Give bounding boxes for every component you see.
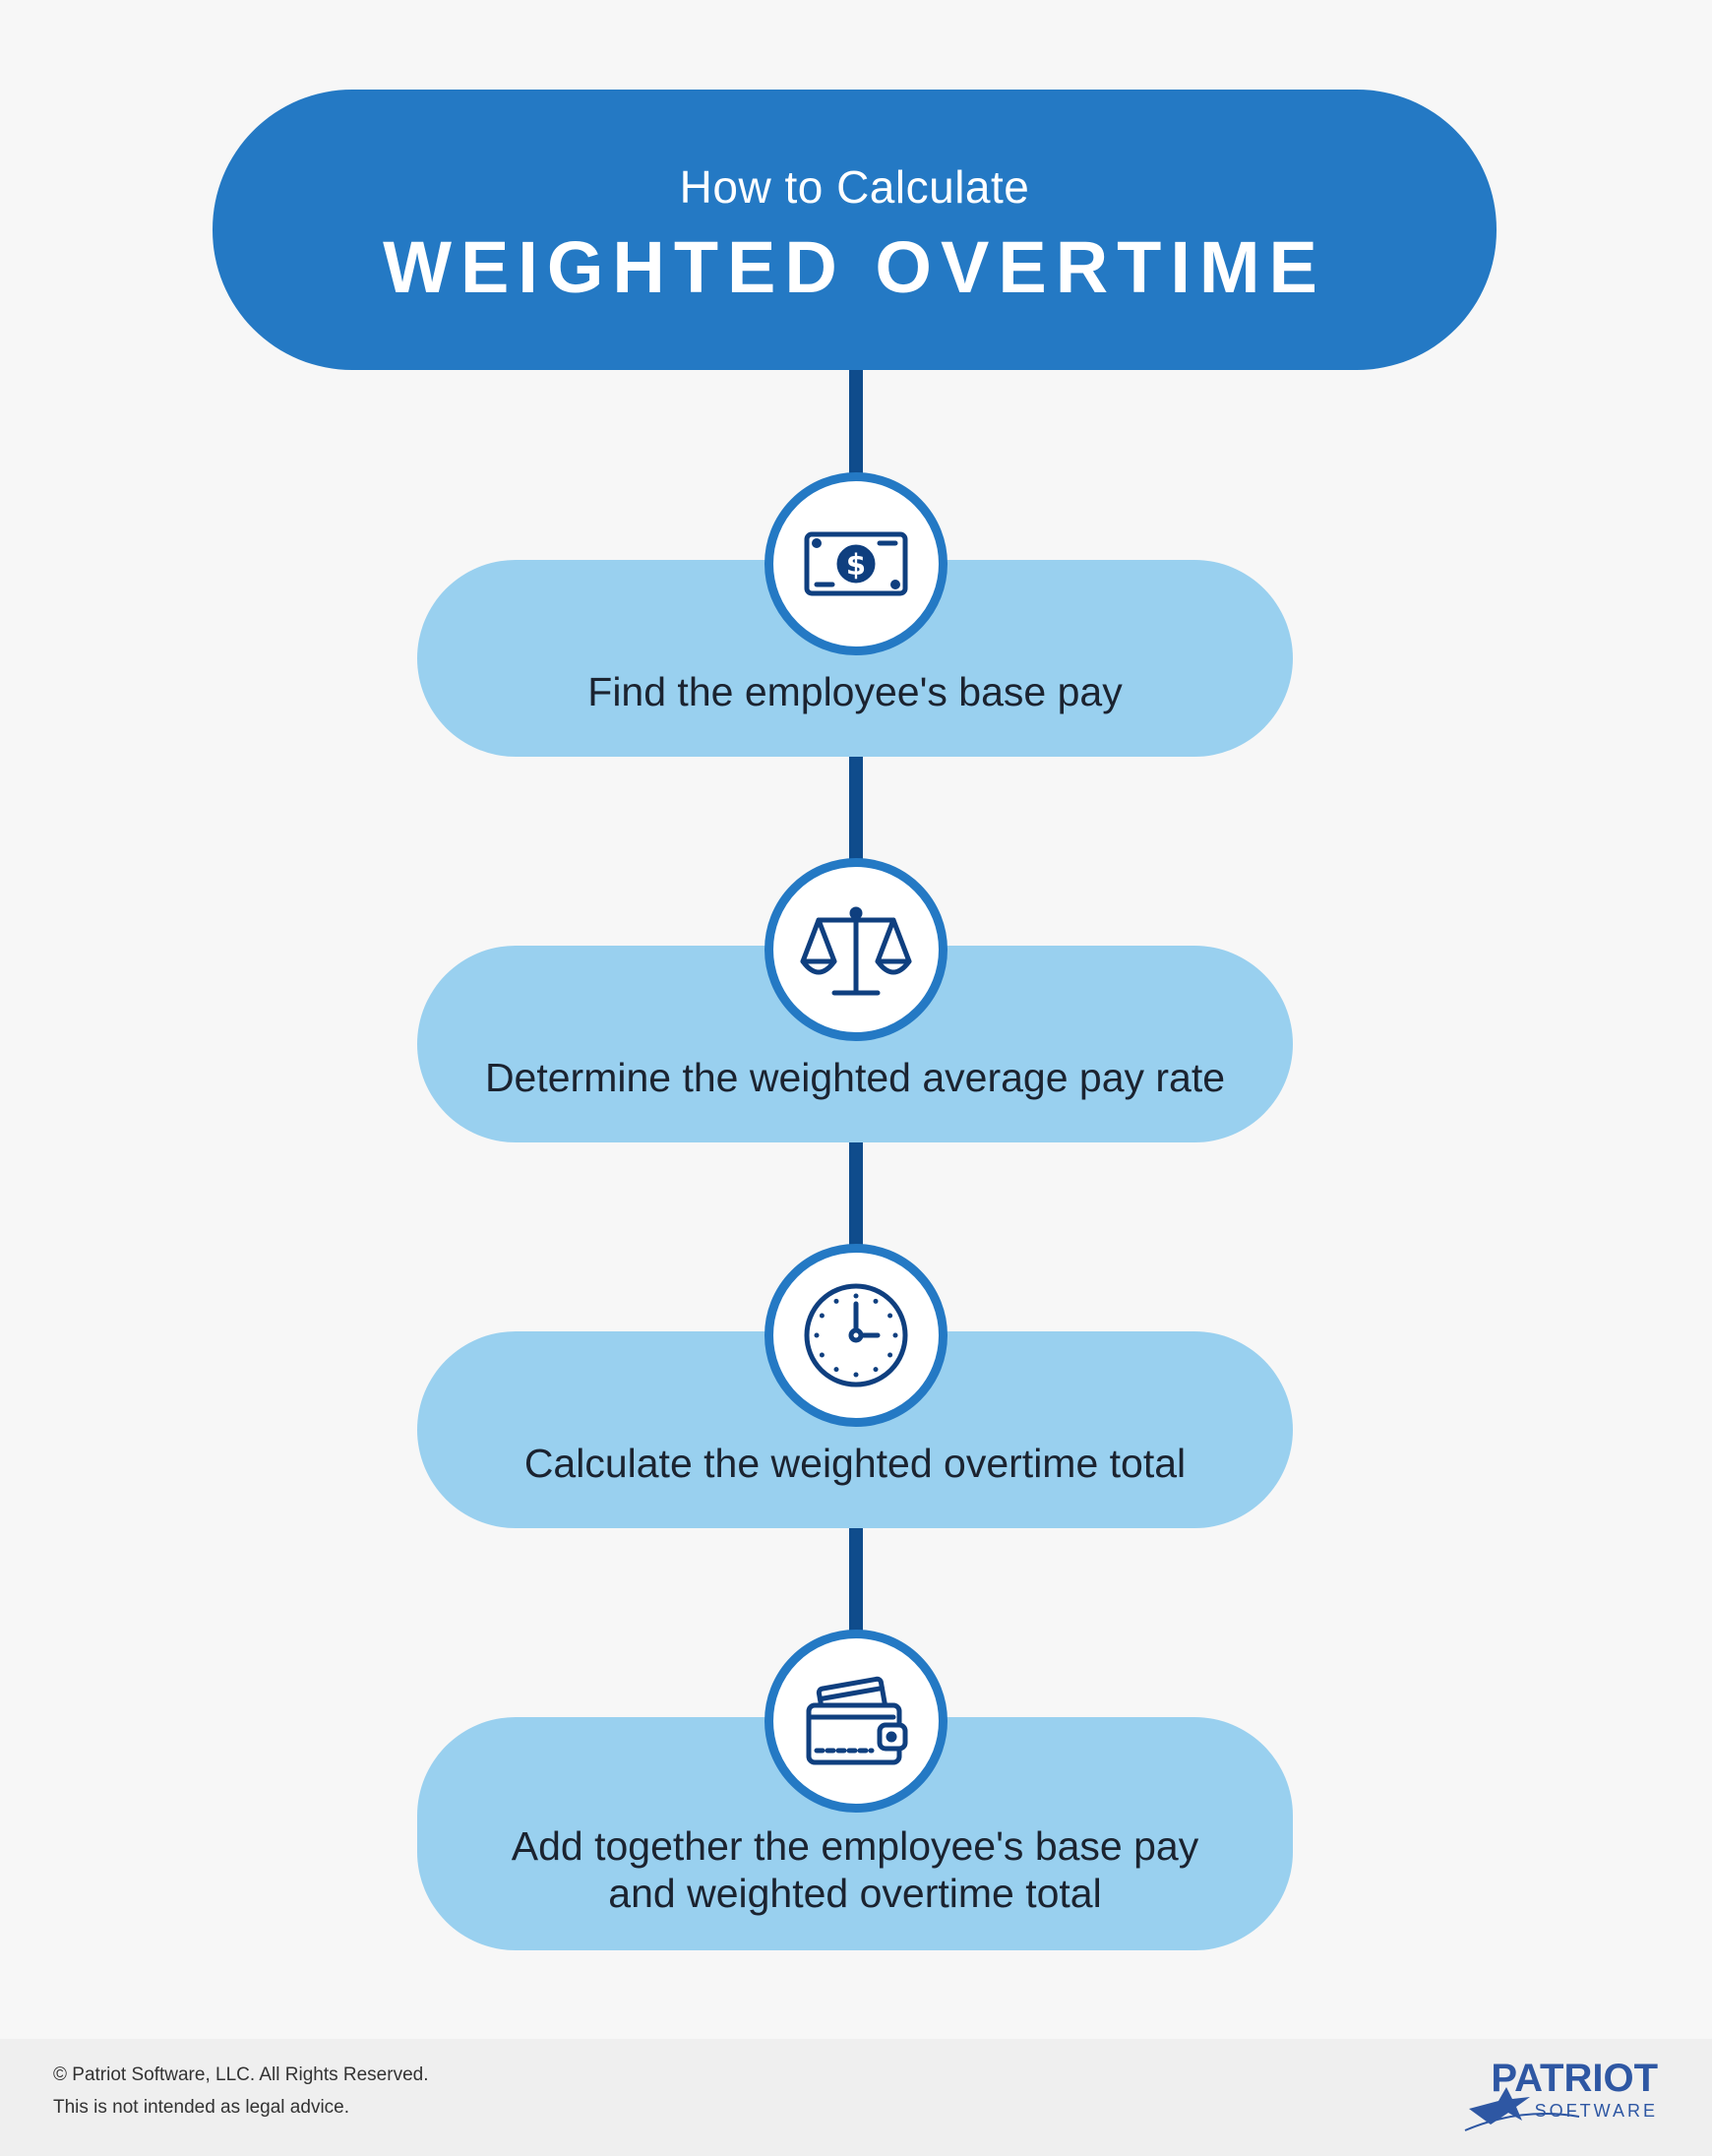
footer: © Patriot Software, LLC. All Rights Rese… <box>0 2039 1712 2156</box>
balance-scale-icon <box>764 858 948 1041</box>
connector-line <box>849 1527 863 1631</box>
logo-swoosh <box>1464 2113 1580 2131</box>
patriot-software-logo: PATRIOT SOFTWARE <box>1464 2057 1658 2131</box>
title-subtitle: How to Calculate <box>679 161 1030 213</box>
step-2-label: Determine the weighted average pay rate <box>484 1055 1226 1100</box>
step-4-label-line-2: and weighted overtime total <box>608 1871 1102 1916</box>
connector-line <box>849 1141 863 1245</box>
wallet-icon <box>764 1630 948 1813</box>
connector-line <box>849 370 863 473</box>
step-3-label: Calculate the weighted overtime total <box>523 1441 1187 1486</box>
page-title: WEIGHTED OVERTIME <box>383 226 1326 308</box>
step-4-label-line-1: Add together the employee's base pay <box>511 1823 1199 1869</box>
clock-icon <box>764 1244 948 1427</box>
dollar-bill-icon: $ <box>764 472 948 655</box>
step-1-label: Find the employee's base pay <box>587 669 1123 714</box>
svg-text:$: $ <box>846 548 866 582</box>
copyright-text: © Patriot Software, LLC. All Rights Rese… <box>53 2064 429 2085</box>
logo-subtext: SOFTWARE <box>1535 2101 1658 2121</box>
title-banner: How to Calculate WEIGHTED OVERTIME <box>213 90 1497 370</box>
step-3: Calculate the weighted overtime total <box>417 1331 1293 1528</box>
logo-wordmark: PATRIOT <box>1491 2057 1658 2100</box>
disclaimer-text: This is not intended as legal advice. <box>53 2097 350 2118</box>
connector-line <box>849 756 863 859</box>
